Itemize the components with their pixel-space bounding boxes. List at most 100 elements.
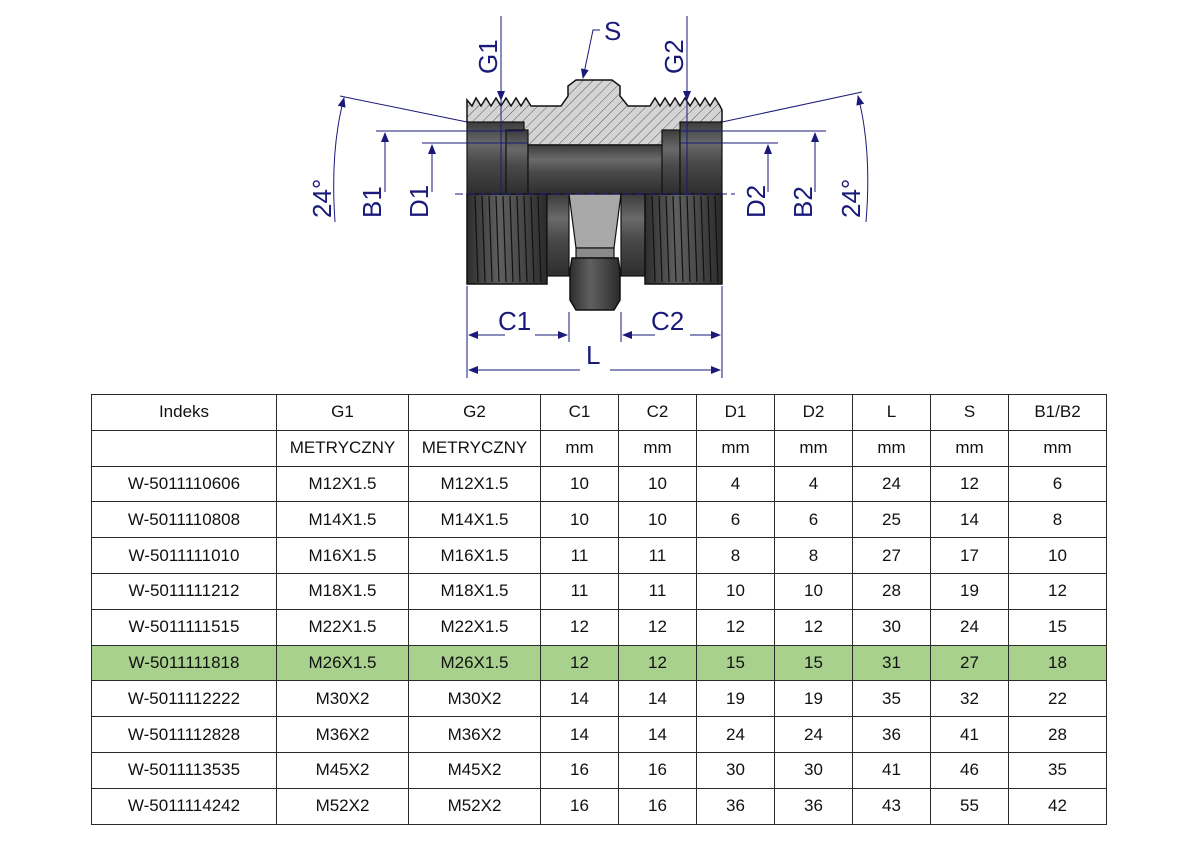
- cell-l: 41: [852, 751, 931, 789]
- unit-cell-d1: mm: [696, 429, 775, 467]
- cell-c2: 16: [618, 787, 697, 825]
- cell-d1: 36: [696, 787, 775, 825]
- cell-c2: 11: [618, 572, 697, 610]
- cell-b1-b2: 35: [1008, 751, 1107, 789]
- cell-indeks: W-5011111818: [91, 644, 277, 682]
- cell-b1-b2: 28: [1008, 716, 1107, 753]
- cell-c2: 12: [618, 644, 697, 682]
- cell-g1: M16X1.5: [276, 537, 409, 574]
- cell-c2: 14: [618, 716, 697, 753]
- cell-b1-b2: 6: [1008, 465, 1107, 503]
- cell-s: 19: [930, 572, 1009, 610]
- cell-d1: 12: [696, 608, 775, 646]
- cell-indeks: W-5011111515: [91, 608, 277, 646]
- cell-l: 43: [852, 787, 931, 825]
- label-l: L: [586, 340, 600, 370]
- cell-g2: M16X1.5: [408, 537, 541, 574]
- cell-b1-b2: 42: [1008, 787, 1107, 825]
- cell-d1: 6: [696, 501, 775, 539]
- cell-g2: M45X2: [408, 751, 541, 789]
- cell-d1: 10: [696, 572, 775, 610]
- unit-cell-l: mm: [852, 429, 931, 467]
- cell-g2: M26X1.5: [408, 644, 541, 682]
- cell-d1: 30: [696, 751, 775, 789]
- cell-l: 36: [852, 716, 931, 753]
- cell-c1: 16: [540, 751, 619, 789]
- cell-b1-b2: 22: [1008, 680, 1107, 718]
- right-thread-lines: [651, 195, 719, 283]
- cell-c1: 11: [540, 572, 619, 610]
- cell-c1: 10: [540, 501, 619, 539]
- cell-d1: 19: [696, 680, 775, 718]
- fitting-lower-view: [466, 193, 723, 311]
- cell-g2: M36X2: [408, 716, 541, 753]
- unit-cell-c2: mm: [618, 429, 697, 467]
- unit-cell-g1: METRYCZNY: [276, 429, 409, 467]
- cell-c2: 10: [618, 465, 697, 503]
- label-g2: G2: [659, 39, 689, 74]
- column-header-b1-b2: B1/B2: [1008, 394, 1107, 431]
- cell-b1-b2: 12: [1008, 572, 1107, 610]
- cell-c2: 14: [618, 680, 697, 718]
- cell-s: 12: [930, 465, 1009, 503]
- cell-c1: 10: [540, 465, 619, 503]
- label-angle-right: 24°: [836, 179, 866, 218]
- cell-g1: M30X2: [276, 680, 409, 718]
- cell-g2: M12X1.5: [408, 465, 541, 503]
- cell-g2: M22X1.5: [408, 608, 541, 646]
- unit-cell-s: mm: [930, 429, 1009, 467]
- cell-d1: 24: [696, 716, 775, 753]
- cell-s: 55: [930, 787, 1009, 825]
- cell-c1: 11: [540, 537, 619, 574]
- cell-c1: 14: [540, 680, 619, 718]
- label-c1: C1: [498, 306, 531, 336]
- cell-g1: M14X1.5: [276, 501, 409, 539]
- cell-d2: 10: [774, 572, 853, 610]
- cell-g2: M30X2: [408, 680, 541, 718]
- label-b2: B2: [788, 186, 818, 218]
- cell-d2: 12: [774, 608, 853, 646]
- cell-d2: 8: [774, 537, 853, 574]
- cell-l: 25: [852, 501, 931, 539]
- cell-g2: M52X2: [408, 787, 541, 825]
- unit-cell-b1-b2: mm: [1008, 429, 1107, 467]
- cell-d2: 30: [774, 751, 853, 789]
- column-header-c2: C2: [618, 394, 697, 431]
- cell-indeks: W-5011113535: [91, 751, 277, 789]
- unit-cell-c1: mm: [540, 429, 619, 467]
- cell-s: 46: [930, 751, 1009, 789]
- cell-c2: 11: [618, 537, 697, 574]
- cell-indeks: W-5011111212: [91, 572, 277, 610]
- cell-g1: M45X2: [276, 751, 409, 789]
- cell-g2: M14X1.5: [408, 501, 541, 539]
- label-g1: G1: [473, 39, 503, 74]
- cell-g1: M36X2: [276, 716, 409, 753]
- cell-g1: M52X2: [276, 787, 409, 825]
- cell-indeks: W-5011111010: [91, 537, 277, 574]
- cell-c1: 12: [540, 608, 619, 646]
- column-header-g2: G2: [408, 394, 541, 431]
- cell-c1: 14: [540, 716, 619, 753]
- label-d2: D2: [741, 185, 771, 218]
- cell-b1-b2: 8: [1008, 501, 1107, 539]
- column-header-indeks: Indeks: [91, 394, 277, 431]
- cell-indeks: W-5011112828: [91, 716, 277, 753]
- fitting-technical-drawing: S G1 G2 24° B1 D1 D2 B2 24° C1 C2 L: [307, 16, 869, 378]
- cell-s: 32: [930, 680, 1009, 718]
- cell-g1: M26X1.5: [276, 644, 409, 682]
- cell-b1-b2: 15: [1008, 608, 1107, 646]
- column-header-s: S: [930, 394, 1009, 431]
- cell-b1-b2: 10: [1008, 537, 1107, 574]
- cell-b1-b2: 18: [1008, 644, 1107, 682]
- cell-g1: M18X1.5: [276, 572, 409, 610]
- cell-d2: 15: [774, 644, 853, 682]
- column-header-c1: C1: [540, 394, 619, 431]
